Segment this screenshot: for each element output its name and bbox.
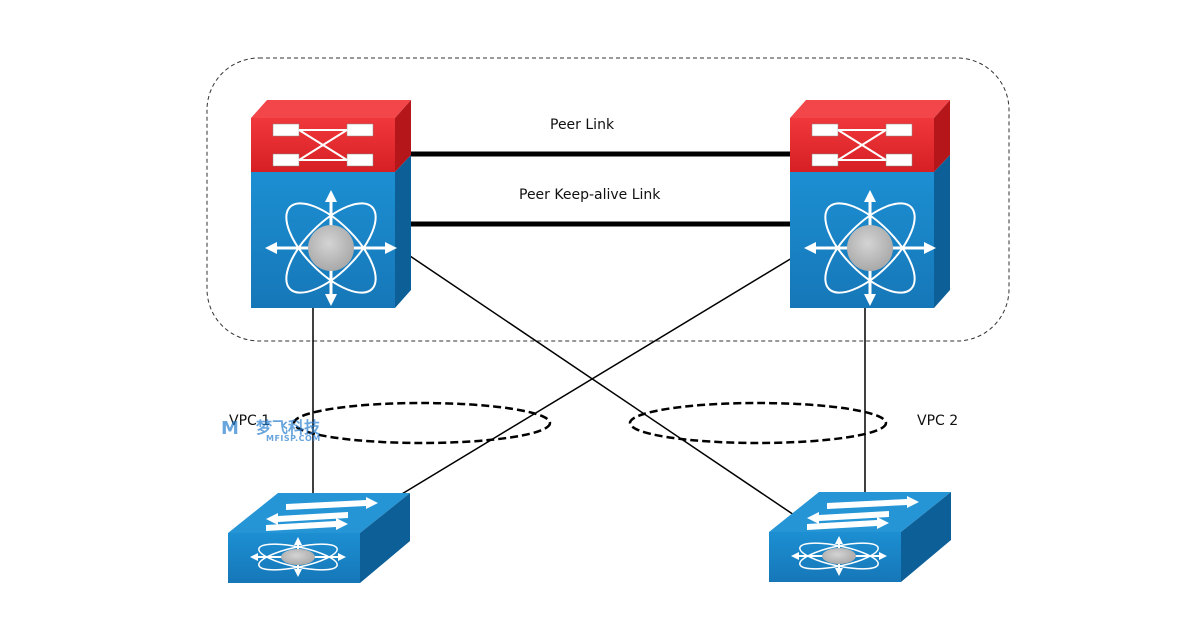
vpc1-ellipse <box>292 401 552 445</box>
peer-link-label: Peer Link <box>550 117 615 133</box>
core-switch-icon <box>251 100 411 308</box>
access-switch-icon <box>769 492 951 582</box>
vpc-domain-boundary <box>206 57 1010 342</box>
core-switch-icon <box>790 100 950 308</box>
uplink-left-to-right-access <box>409 255 801 520</box>
peer-keepalive-link-label: Peer Keep-alive Link <box>519 187 661 203</box>
vpc2-ellipse <box>628 401 888 445</box>
access-switch-icon <box>228 493 410 583</box>
vpc1-label: VPC 1 <box>229 413 271 429</box>
uplink-right-to-left-access <box>381 257 793 507</box>
vpc2-label: VPC 2 <box>917 413 959 429</box>
